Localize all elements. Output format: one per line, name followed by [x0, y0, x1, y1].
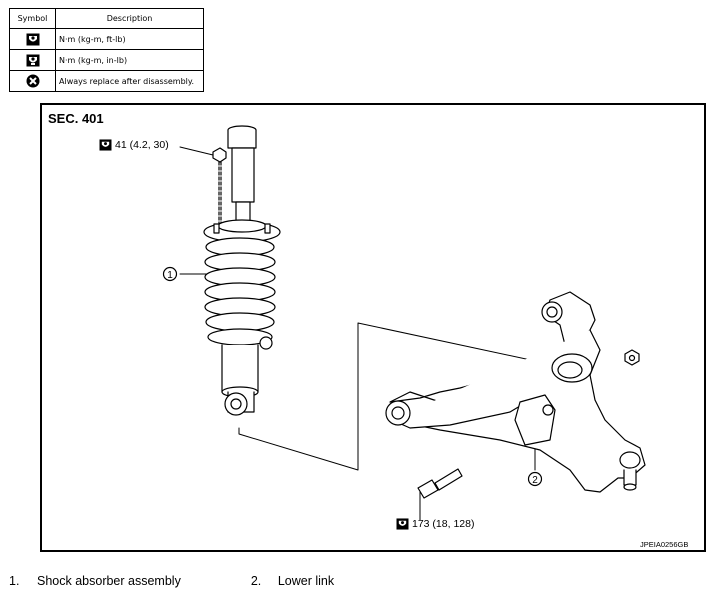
part-number: 1.: [9, 574, 20, 588]
torque-wrench-icon: [99, 139, 112, 151]
diagram-frame: [40, 103, 706, 552]
part-number: 2.: [250, 574, 262, 588]
illustration-code: JPEIA0256GB: [640, 540, 689, 549]
legend-symbol-cell: [9, 28, 56, 50]
part-item: 2. Lower link: [251, 574, 334, 588]
torque-value-top: 41 (4.2, 30): [115, 139, 169, 151]
callout-1-label: 1: [167, 270, 173, 281]
torque-wrench-small-icon: [26, 54, 39, 66]
section-title: SEC. 401: [48, 111, 104, 126]
legend-description: Always replace after disassembly.: [55, 70, 204, 92]
torque-wrench-icon: [26, 33, 39, 45]
legend-row: Always replace after disassembly.: [9, 70, 204, 92]
part-item: 1. Shock absorber assembly: [9, 574, 181, 588]
callout-1: 1: [162, 266, 178, 282]
part-name: Lower link: [277, 574, 335, 588]
shock-absorber-drawing: [203, 125, 281, 416]
part-name: Shock absorber assembly: [37, 574, 181, 588]
replace-icon: [26, 74, 39, 88]
callout-2-label: 2: [532, 475, 538, 486]
symbol-legend-table: Symbol Description N·m (kg-m, ft-lb) N·m…: [9, 8, 204, 92]
legend-row: N·m (kg-m, ft-lb): [9, 28, 204, 50]
torque-spec-top: 41 (4.2, 30): [99, 139, 169, 151]
callout-2: 2: [527, 471, 543, 487]
torque-spec-bottom: 173 (18, 128): [396, 518, 474, 530]
legend-header-row: Symbol Description: [9, 8, 204, 29]
parts-list: 1. Shock absorber assembly 2. Lower link: [9, 574, 334, 588]
lower-link-drawing: [385, 291, 646, 499]
legend-symbol-cell: [9, 49, 56, 71]
torque-wrench-icon: [396, 518, 409, 530]
legend-row: N·m (kg-m, in-lb): [9, 49, 204, 71]
torque-value-bottom: 173 (18, 128): [412, 518, 475, 530]
